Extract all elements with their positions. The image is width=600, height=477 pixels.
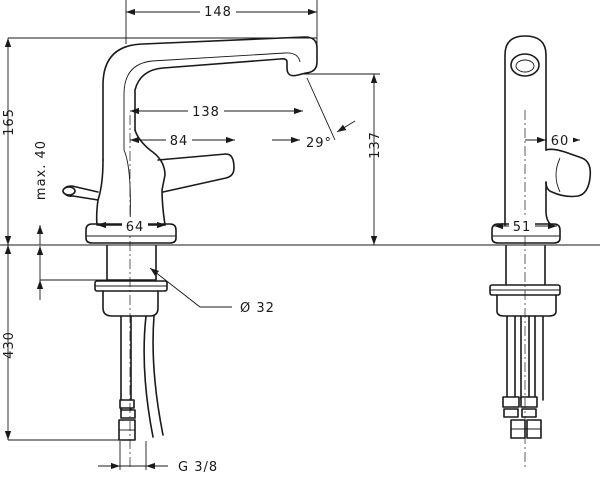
mounting-shank <box>106 245 157 281</box>
dim-shank-length: 430 <box>2 331 17 359</box>
hose-fittings <box>118 399 136 441</box>
dim-shank-diameter: Ø 32 <box>240 301 275 316</box>
side-base-plate <box>491 223 561 244</box>
dim-angle: 29° <box>306 136 332 151</box>
dimension-lines <box>4 8 580 470</box>
dim-max-height: max. 40 <box>34 140 49 200</box>
supply-hoses <box>120 315 164 438</box>
base-plate <box>85 223 177 244</box>
dim-connection-thread: G 3/8 <box>178 460 218 475</box>
front-view <box>62 36 318 470</box>
dim-spout-reach: 138 <box>192 105 220 120</box>
dim-side-base: 51 <box>513 220 532 235</box>
dim-base-diameter: 64 <box>126 220 145 235</box>
dim-total-height: 165 <box>2 108 17 136</box>
dim-overall-width: 148 <box>204 5 232 20</box>
side-lever <box>545 148 592 198</box>
spout-outline <box>102 36 318 161</box>
lever-handle <box>157 153 235 193</box>
side-spout-outlet <box>510 53 540 77</box>
side-hose-fittings <box>502 396 542 439</box>
spout-inner-line <box>123 52 301 150</box>
side-spout <box>504 35 547 226</box>
dim-side-lever: 60 <box>551 134 570 149</box>
dim-lever-reach: 84 <box>170 134 189 149</box>
side-view <box>489 35 592 470</box>
dimension-labels: 148 138 84 64 165 max. 40 137 430 29° Ø … <box>2 3 573 475</box>
faucet-body <box>95 129 166 226</box>
dim-spout-height: 137 <box>368 131 383 159</box>
